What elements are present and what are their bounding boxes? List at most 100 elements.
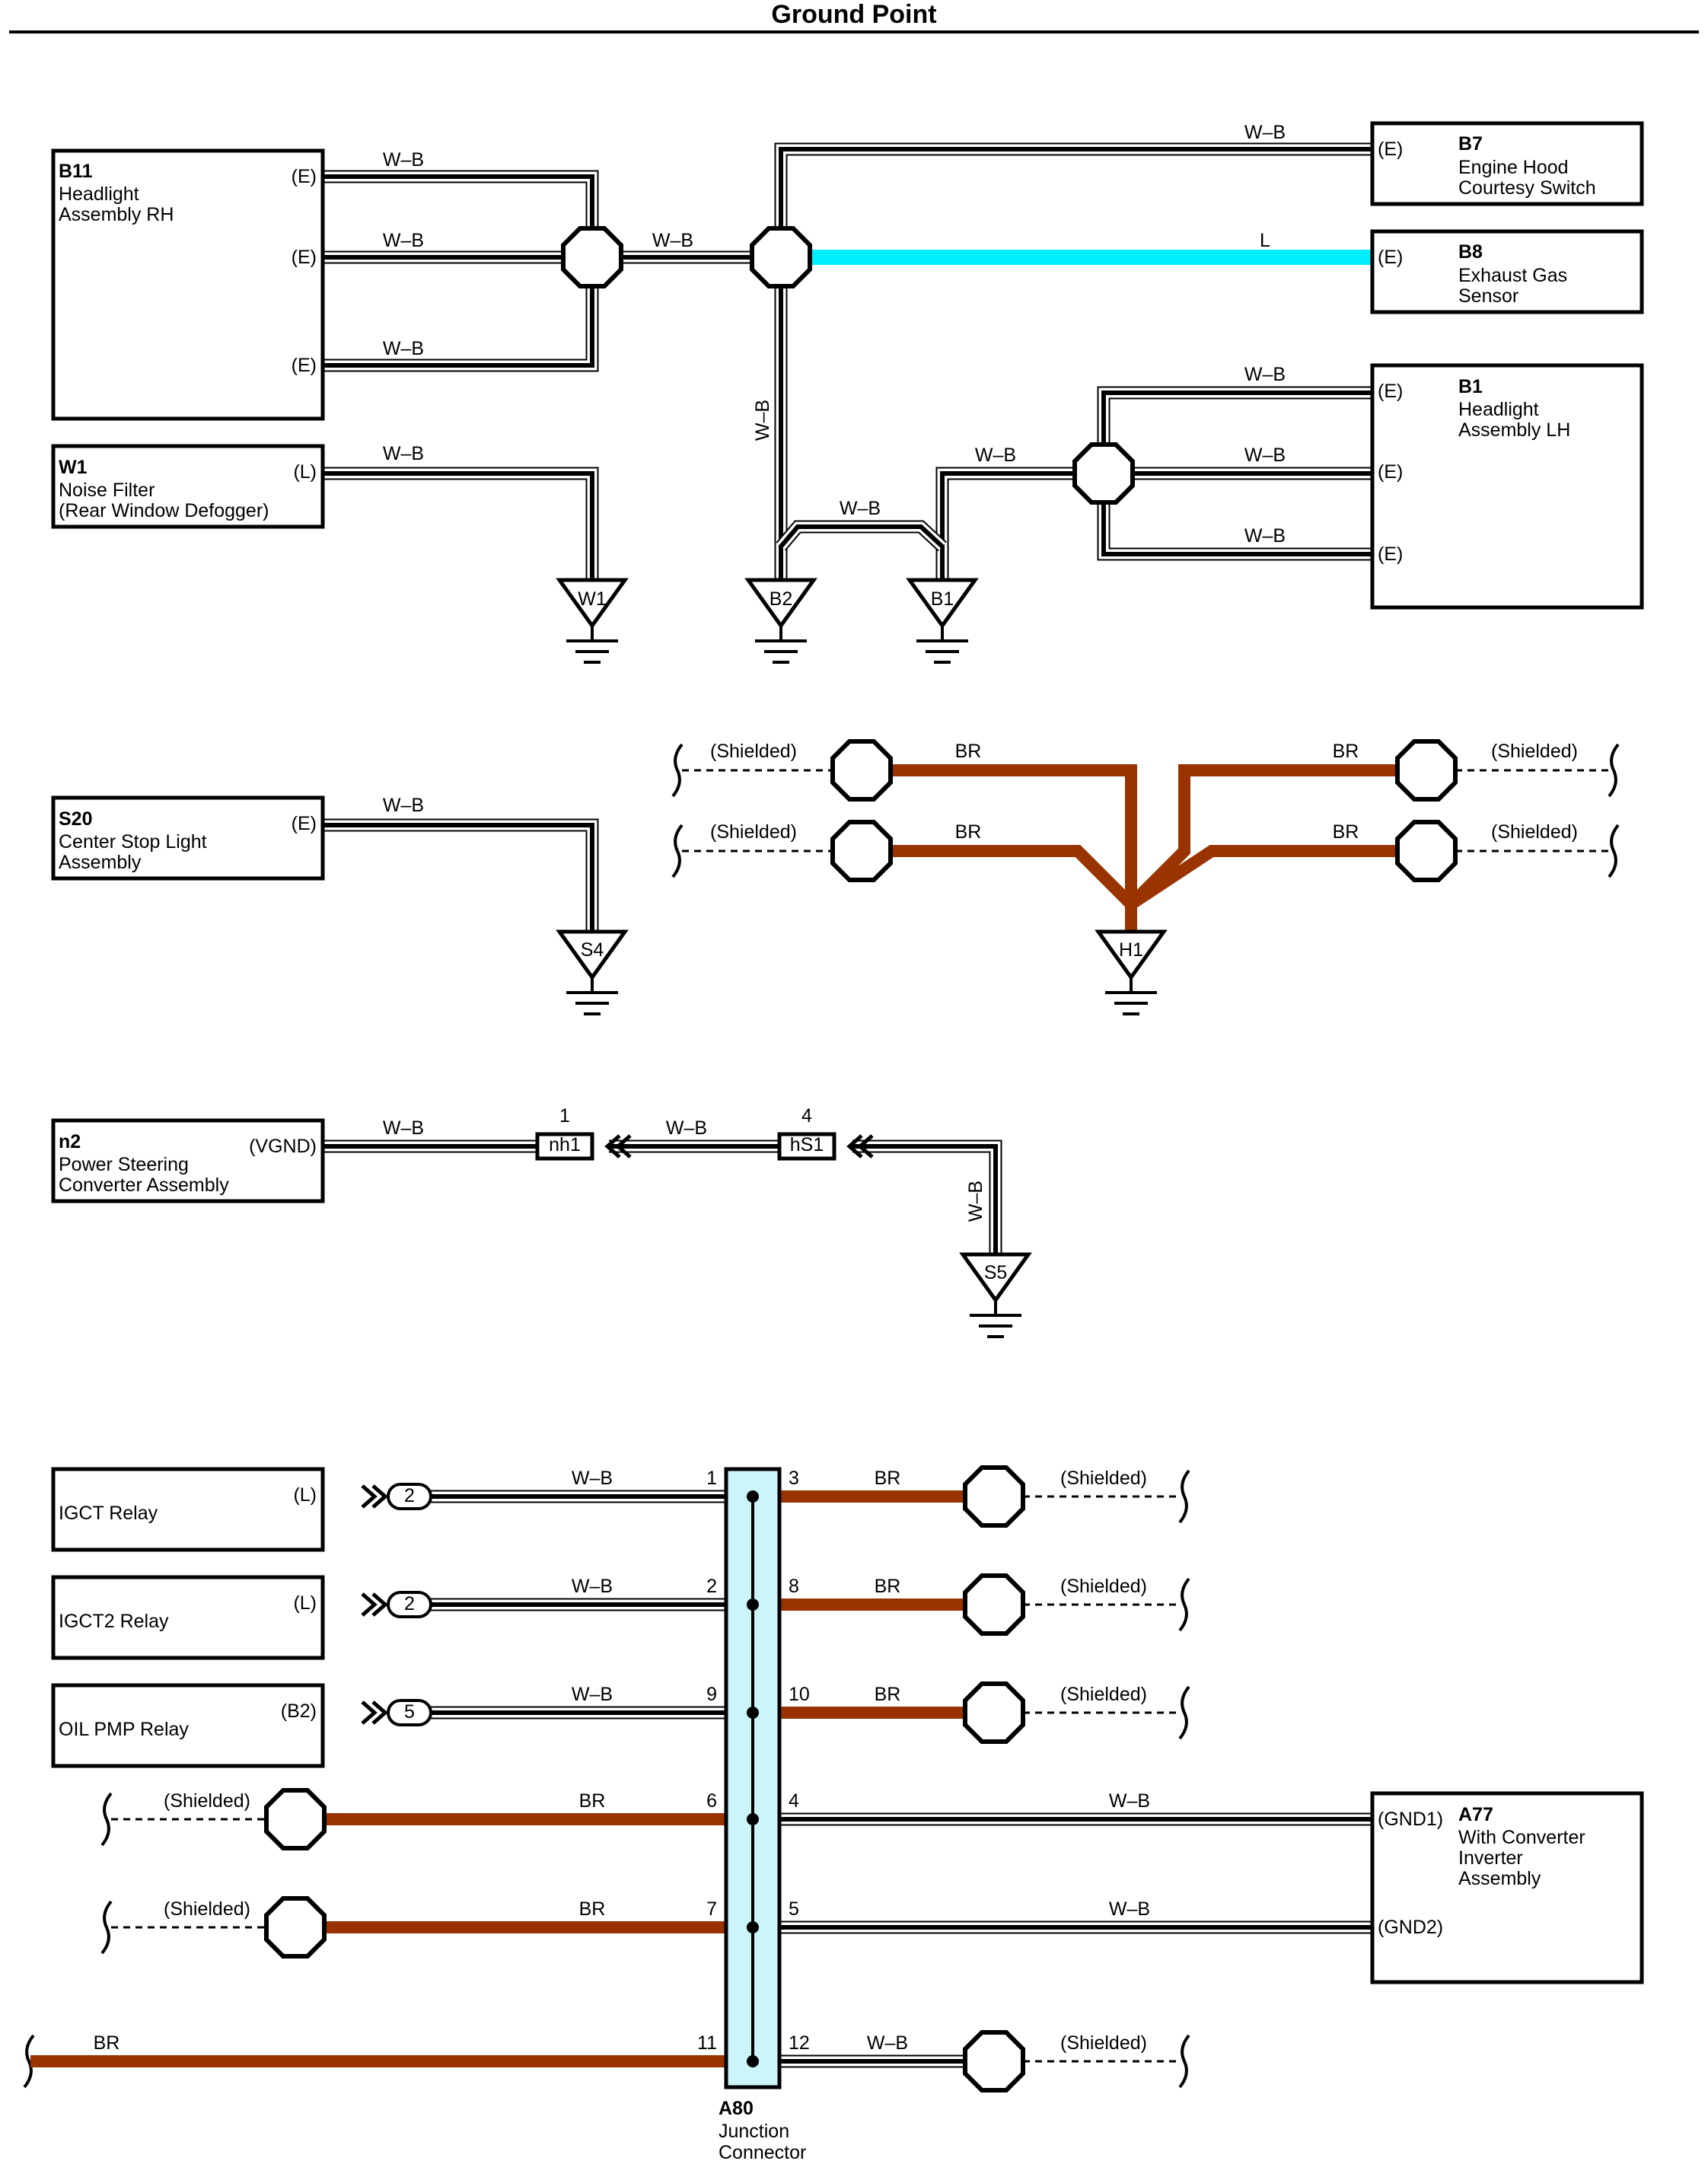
connector-igct2-pin: 2 xyxy=(404,1593,415,1614)
component-b11 xyxy=(51,148,325,421)
splice-point xyxy=(563,228,621,286)
wire-wb-outline xyxy=(774,142,1372,257)
wire-label-wb: W–B xyxy=(1244,122,1286,143)
component-b1-pin: (E) xyxy=(1378,461,1403,483)
wire-label-wb: W–B xyxy=(867,2032,908,2054)
wire-wb xyxy=(323,823,594,930)
wire-break-mark xyxy=(1178,2034,1190,2089)
component-igct2-relay-pin: (L) xyxy=(293,1592,317,1614)
ground-label-w1: W1 xyxy=(578,588,607,610)
wire-label-wb: W–B xyxy=(752,400,773,441)
wire-wb-outline xyxy=(323,818,599,930)
wire-break-mark xyxy=(100,1900,113,1955)
component-a77-name: With Converter xyxy=(1458,1827,1585,1848)
wire-wb-outline xyxy=(1097,473,1372,561)
connector-a80-junction-dot xyxy=(747,1921,759,1933)
component-b8-name: Sensor xyxy=(1458,285,1518,307)
component-n2 xyxy=(51,1118,325,1203)
component-n2-pin: (VGND) xyxy=(249,1136,317,1157)
component-oil-pmp-relay-name: OIL PMP Relay xyxy=(59,1719,189,1740)
component-b8-name: Exhaust Gas xyxy=(1458,265,1567,286)
wire-break-mark xyxy=(1608,743,1620,798)
component-w1-pin: (L) xyxy=(293,461,317,483)
splice-point xyxy=(752,228,810,286)
wire-label-wb: W–B xyxy=(572,1468,613,1489)
wire-wb-outline xyxy=(1097,386,1372,473)
wire-label-l: L xyxy=(1260,230,1270,251)
connector-a80-junction-dot xyxy=(747,1598,759,1611)
wire-br xyxy=(862,764,1137,930)
wire-label-br: BR xyxy=(875,1468,901,1489)
wire-break-mark xyxy=(1608,824,1620,878)
a80-right-pin: 8 xyxy=(789,1576,799,1597)
connector-a80-junction-dot xyxy=(747,1490,759,1503)
component-w1-name: Noise Filter xyxy=(59,480,155,501)
connector-relay-pin-box xyxy=(387,1591,432,1618)
component-b11-code: B11 xyxy=(59,161,93,182)
wire-wb xyxy=(323,174,594,257)
shielded-label: (Shielded) xyxy=(710,741,797,762)
component-b11-pin: (E) xyxy=(292,355,317,376)
shielded-label: (Shielded) xyxy=(1060,1684,1147,1705)
wire-label-br: BR xyxy=(579,1898,606,1920)
page-title: Ground Point xyxy=(771,0,936,29)
connector-nh1-box xyxy=(535,1132,594,1161)
component-b11-pin: (E) xyxy=(292,247,317,268)
component-b8-code: B8 xyxy=(1458,241,1483,263)
wire-wb-gap xyxy=(1098,387,1372,473)
wire-label-wb: W–B xyxy=(383,1117,424,1139)
connector-igct-pin: 2 xyxy=(404,1485,415,1506)
connector-chevron-icon xyxy=(362,1486,385,1507)
wire-label-br: BR xyxy=(1333,821,1359,843)
splice-point xyxy=(266,1898,324,1956)
connector-a80-name: Connector xyxy=(719,2142,806,2163)
component-b1-code: B1 xyxy=(1458,376,1483,397)
wire-label-wb: W–B xyxy=(1244,525,1286,547)
component-b7-code: B7 xyxy=(1458,133,1483,155)
shielded-label: (Shielded) xyxy=(1491,741,1578,762)
component-w1-code: W1 xyxy=(59,457,88,478)
component-igct-relay-pin: (L) xyxy=(293,1484,317,1506)
component-b7-name: Courtesy Switch xyxy=(1458,177,1596,199)
component-b1-pin: (E) xyxy=(1378,381,1403,402)
component-b8-pin: (E) xyxy=(1378,247,1403,268)
wire-break-mark xyxy=(100,1792,113,1847)
component-s20-code: S20 xyxy=(59,808,92,830)
wire-label-wb: W–B xyxy=(383,443,424,464)
component-s20-name: Assembly xyxy=(59,852,142,873)
wire-label-br: BR xyxy=(955,741,982,762)
a80-right-pin: 10 xyxy=(789,1684,810,1705)
wire-label-wb: W–B xyxy=(383,338,424,359)
component-b11-name: Headlight xyxy=(59,183,139,205)
component-b1 xyxy=(1370,363,1644,610)
component-b7 xyxy=(1370,121,1644,206)
wire-label-wb: W–B xyxy=(666,1117,707,1139)
splice-point xyxy=(833,822,891,880)
wires-layer xyxy=(23,142,1620,2089)
connector-chevron-icon xyxy=(362,1594,385,1615)
component-oil-pmp-relay xyxy=(51,1683,325,1768)
component-b11-name: Assembly RH xyxy=(59,204,174,225)
splice-point xyxy=(1397,822,1455,880)
wire-label-br: BR xyxy=(1333,741,1359,762)
shielded-label: (Shielded) xyxy=(1060,2032,1147,2054)
wire-wb-gap xyxy=(1098,473,1372,559)
ground-label-h1: H1 xyxy=(1119,939,1143,961)
component-a77-pin: (GND2) xyxy=(1378,1917,1443,1938)
splice-point xyxy=(1397,741,1455,799)
a80-left-pin: 11 xyxy=(697,2032,717,2054)
wire-wb xyxy=(779,147,1372,257)
ground-label-s5: S5 xyxy=(984,1262,1008,1283)
connector-hs1-code: hS1 xyxy=(790,1134,824,1155)
a80-left-pin: 2 xyxy=(706,1576,717,1597)
component-b8 xyxy=(1370,229,1644,314)
wire-label-wb: W–B xyxy=(572,1576,613,1597)
wire-label-wb: W–B xyxy=(1244,364,1286,385)
wire-break-mark xyxy=(1178,1685,1190,1740)
component-b7-pin: (E) xyxy=(1378,139,1403,160)
connector-a80-junction-dot xyxy=(747,2055,759,2067)
component-a77 xyxy=(1370,1791,1644,1984)
connector-nh1-pin: 1 xyxy=(559,1105,570,1127)
shielded-label: (Shielded) xyxy=(164,1790,250,1812)
splice-point xyxy=(965,1576,1023,1634)
